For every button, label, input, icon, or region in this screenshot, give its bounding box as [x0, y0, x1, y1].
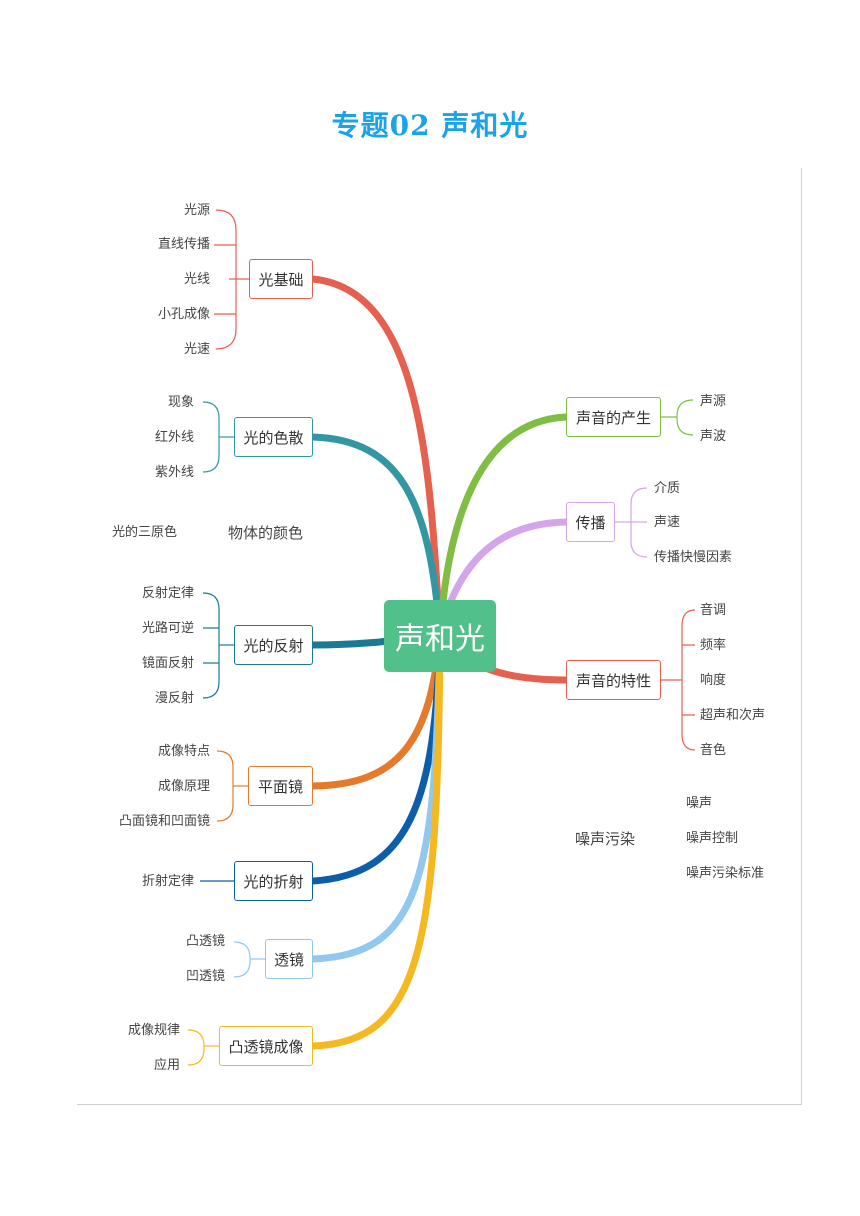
- leaf-chuanbo-kuaiman-yinsu[interactable]: 传播快慢因素: [654, 550, 733, 565]
- node-guang-jichu[interactable]: 光基础: [249, 259, 313, 299]
- node-toujing[interactable]: 透镜: [265, 939, 313, 979]
- leaf-chaosheng-cisheng[interactable]: 超声和次声: [700, 708, 766, 723]
- leaf-man-fanshe[interactable]: 漫反射: [154, 691, 194, 706]
- leaf-yinse[interactable]: 音色: [700, 743, 727, 758]
- leaf-zheshe-dinglv[interactable]: 折射定律: [141, 874, 194, 889]
- branch-line-tutoujing: [309, 632, 444, 1050]
- frame-right-border: [801, 168, 802, 1104]
- node-shengyin-chansheng[interactable]: 声音的产生: [566, 397, 661, 437]
- leaf-tutoujing[interactable]: 凸透镜: [185, 934, 225, 949]
- leaf-guangyuan[interactable]: 光源: [183, 203, 210, 218]
- branch-line-guang-sesan: [309, 433, 444, 640]
- leaf-zaosheng-wuran-biaozhun[interactable]: 噪声污染标准: [686, 866, 765, 881]
- leaf-guangxian[interactable]: 光线: [183, 272, 210, 287]
- center-node[interactable]: 声和光: [384, 600, 496, 672]
- leaf-xiangdu[interactable]: 响度: [700, 673, 727, 688]
- node-chuanbo[interactable]: 传播: [566, 502, 615, 542]
- leaf-zhixian-chuanbo[interactable]: 直线传播: [157, 237, 210, 252]
- leaf-pinlv[interactable]: 频率: [700, 638, 727, 653]
- leaf-yingyong[interactable]: 应用: [153, 1058, 180, 1073]
- leaf-aotoujing[interactable]: 凹透镜: [185, 969, 225, 984]
- leaf-zaosheng[interactable]: 噪声: [686, 796, 713, 811]
- node-guang-zheshe[interactable]: 光的折射: [234, 861, 313, 901]
- bracket-toujing: [233, 941, 265, 978]
- node-pingmianjing[interactable]: 平面镜: [248, 766, 313, 806]
- label-zaosheng-wuran[interactable]: 噪声污染: [575, 830, 636, 848]
- leaf-xiaokong-chengxiang[interactable]: 小孔成像: [157, 307, 210, 322]
- leaf-ziwaixian[interactable]: 紫外线: [154, 465, 194, 480]
- branch-line-shengyin-chansheng: [436, 413, 570, 640]
- leaf-chengxiang-yuanli[interactable]: 成像原理: [157, 779, 210, 794]
- leaf-hongwaixian[interactable]: 红外线: [154, 430, 194, 445]
- node-tutoujing-chengxiang[interactable]: 凸透镜成像: [219, 1026, 313, 1066]
- label-wuti-yanse[interactable]: 物体的颜色: [228, 524, 304, 542]
- leaf-yindiao[interactable]: 音调: [700, 603, 727, 618]
- branch-line-guang-zheshe: [309, 632, 444, 885]
- leaf-fanshe-dinglv[interactable]: 反射定律: [141, 586, 194, 601]
- leaf-zaosheng-kongzhi[interactable]: 噪声控制: [686, 831, 739, 846]
- leaf-shengyuan[interactable]: 声源: [700, 394, 727, 409]
- node-shengyin-texing[interactable]: 声音的特性: [566, 660, 661, 700]
- frame-bottom-border: [77, 1104, 802, 1105]
- leaf-shengsu[interactable]: 声速: [654, 515, 681, 530]
- leaf-jingmian-fanshe[interactable]: 镜面反射: [141, 656, 194, 671]
- leaf-xianxiang[interactable]: 现象: [167, 395, 194, 410]
- bracket-tutoujing: [187, 1029, 219, 1066]
- leaf-guangsu[interactable]: 光速: [183, 342, 210, 357]
- bracket-shengyin-texing: [661, 609, 696, 751]
- node-guang-sesan[interactable]: 光的色散: [234, 417, 313, 457]
- bracket-chuanbo: [615, 487, 648, 558]
- leaf-chengxiang-tedian[interactable]: 成像特点: [157, 744, 210, 759]
- bracket-shengyin-chansheng: [661, 399, 694, 436]
- bracket-guang-sesan: [202, 401, 234, 473]
- bracket-pingmianjing: [216, 750, 248, 822]
- leaf-shengbo[interactable]: 声波: [700, 429, 727, 444]
- bracket-guang-fanshe: [202, 592, 234, 699]
- bracket-guang-jichu: [214, 209, 249, 350]
- leaf-jiezhi[interactable]: 介质: [654, 481, 681, 496]
- leaf-guanglu-kenI[interactable]: 光路可逆: [141, 621, 194, 636]
- leaf-chengxiang-guilv[interactable]: 成像规律: [127, 1023, 180, 1038]
- page-title: 专题02 声和光: [331, 109, 529, 142]
- leaf-tumianjing-aomianjing[interactable]: 凸面镜和凹面镜: [118, 814, 210, 829]
- branch-line-guang-jichu: [309, 275, 444, 640]
- node-guang-fanshe[interactable]: 光的反射: [234, 625, 313, 665]
- label-guang-sanyuanse[interactable]: 光的三原色: [112, 525, 178, 540]
